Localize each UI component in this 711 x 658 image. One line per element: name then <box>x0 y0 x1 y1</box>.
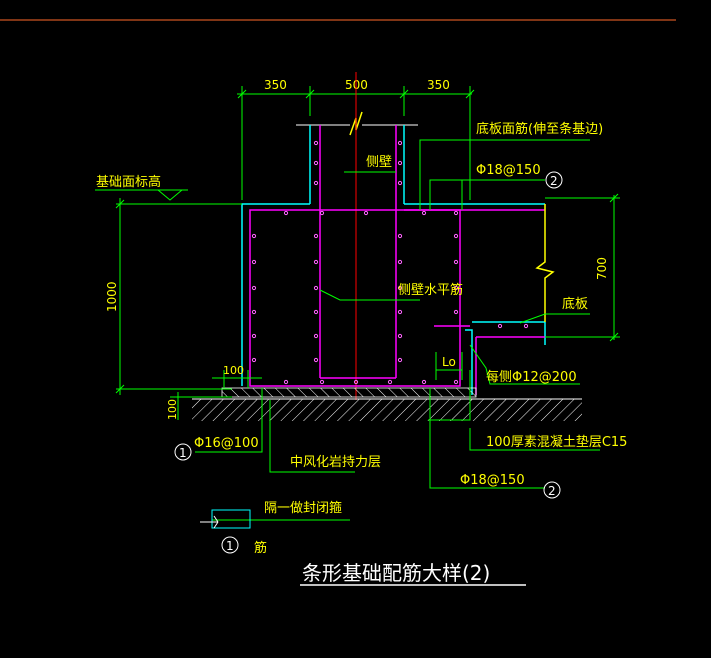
label-bar-phi18-bottom: Φ18@150 <box>460 473 525 488</box>
label-lap-length: Lo <box>442 355 456 369</box>
label-bottom-slab: 底板 <box>562 296 588 312</box>
legend-callout-circle <box>221 536 239 554</box>
label-concrete-cushion: 100厚素混凝土垫层C15 <box>486 434 627 450</box>
dim-height-right: 700 <box>595 257 609 280</box>
label-side-wall-horizontal-bars: 侧壁水平筋 <box>398 282 463 298</box>
callout-left-circle <box>174 443 192 461</box>
legend-text: 隔一做封闭箍 <box>264 500 342 516</box>
legend-suffix: 筋 <box>254 540 267 556</box>
label-each-side-bars: 每侧Φ12@200 <box>486 369 577 385</box>
rebar-dots <box>251 140 529 385</box>
callout-bottom-number: 2 <box>548 484 556 498</box>
callout-top-number: 2 <box>550 174 558 188</box>
right-height-dimension <box>545 193 620 342</box>
left-elevation-dimension <box>95 189 262 420</box>
drawing-title: 条形基础配筋大样(2) <box>302 561 490 585</box>
closed-stirrup-legend <box>200 509 251 529</box>
concrete-cushion <box>221 387 477 398</box>
break-mark-right <box>535 204 555 322</box>
dim-offset-100-a: 100 <box>223 364 244 377</box>
dim-height-left: 1000 <box>105 281 119 312</box>
label-foundation-top-level: 基础面标高 <box>96 174 161 190</box>
label-weathered-rock: 中风化岩持力层 <box>290 455 381 470</box>
label-slab-face-bars: 底板面筋(伸至条基边) <box>476 121 603 137</box>
legend-callout-number: 1 <box>226 539 234 553</box>
top-dimension-chain <box>237 86 475 200</box>
leader-lines <box>195 139 600 521</box>
dim-top-left: 350 <box>264 78 287 92</box>
callout-top-circle <box>545 171 563 189</box>
rebar-layout <box>249 125 545 395</box>
weathered-rock-hatch <box>192 399 582 421</box>
label-bar-phi18-top: Φ18@150 <box>476 163 541 178</box>
dim-offset-100-b: 100 <box>166 399 179 420</box>
callout-bottom-circle <box>543 481 561 499</box>
dim-top-right: 350 <box>427 78 450 92</box>
label-bar-phi16: Φ16@100 <box>194 436 259 451</box>
label-side-wall: 侧壁 <box>366 155 392 170</box>
callout-left-number: 1 <box>179 446 187 460</box>
